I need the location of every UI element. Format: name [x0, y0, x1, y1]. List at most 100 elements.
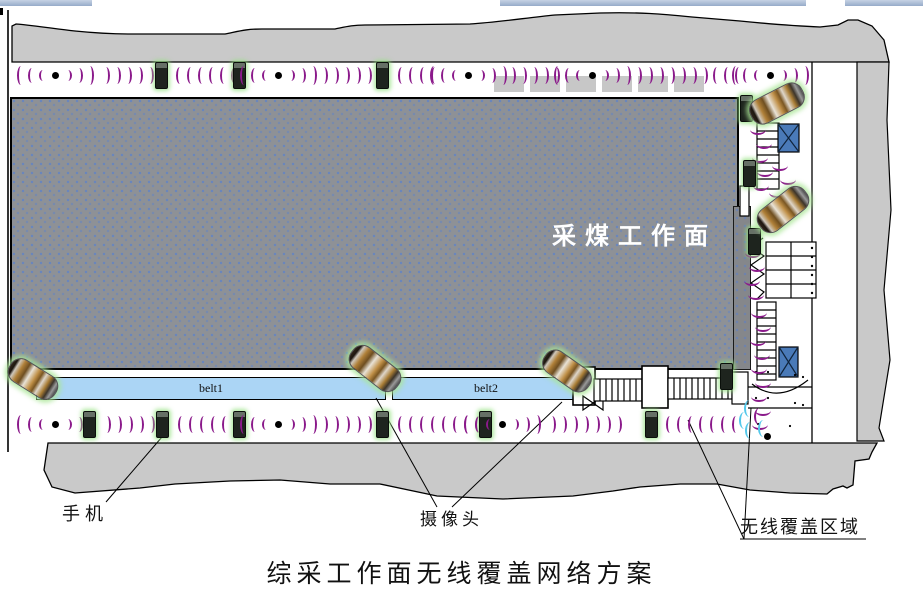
signal-arc	[645, 67, 653, 84]
signal-arc	[16, 65, 25, 85]
signal-arc	[64, 418, 72, 430]
signal-arc	[667, 67, 675, 84]
signal-arc	[553, 65, 562, 85]
signal-arc	[801, 65, 809, 85]
signal-emitter	[16, 61, 94, 89]
signal-arc	[102, 67, 110, 84]
window-edge-fragment	[845, 0, 923, 6]
signal-emitter	[553, 61, 631, 89]
signal-arc	[86, 65, 94, 85]
signal-arc	[309, 65, 317, 85]
signal-emitter	[16, 410, 94, 438]
signal-arc	[353, 416, 361, 433]
signal-arc	[27, 67, 36, 83]
phone-icon	[645, 411, 658, 438]
signal-arc	[511, 418, 519, 430]
signal-emitter	[429, 61, 507, 89]
signal-arc	[200, 416, 208, 433]
signal-arc	[754, 349, 770, 360]
coverage-area-annotation: 无线覆盖区域	[740, 517, 860, 537]
signal-arc	[16, 414, 25, 434]
signal-arc	[342, 67, 350, 84]
signal-arc	[688, 416, 696, 433]
signal-arc	[178, 416, 186, 433]
signal-arc-group	[178, 415, 241, 434]
phone-annotation: 手机	[62, 504, 108, 524]
signal-emitter	[239, 410, 317, 438]
signal-arc	[612, 67, 620, 83]
person-dot	[464, 71, 472, 79]
signal-arc	[463, 414, 472, 434]
signal-arc-group	[666, 415, 740, 434]
signal-arc	[724, 67, 732, 84]
signal-arc	[755, 321, 771, 332]
signal-arc	[499, 65, 507, 85]
diagram-title: 综采工作面无线覆盖网络方案	[266, 561, 657, 588]
signal-arc	[187, 67, 195, 84]
signal-arc	[519, 67, 527, 84]
signal-arc	[176, 67, 184, 84]
signal-arc	[485, 418, 494, 430]
signal-arc	[752, 152, 768, 163]
coal-face-label: 采煤工作面	[552, 224, 717, 250]
signal-arc	[508, 67, 516, 84]
signal-arc	[353, 67, 361, 84]
bottom-rock-strip	[43, 442, 879, 500]
signal-arc	[209, 67, 217, 84]
window-edge-fragment	[0, 0, 92, 6]
signal-arc	[780, 174, 796, 185]
signal-arc	[790, 67, 798, 83]
signal-arc	[575, 69, 584, 81]
phone-icon	[376, 62, 389, 89]
signal-arc	[754, 408, 765, 425]
person-dot	[274, 420, 282, 428]
signal-arc	[721, 416, 729, 433]
signal-arc	[710, 416, 718, 433]
signal-arc	[453, 416, 461, 433]
signal-arc	[320, 416, 328, 433]
signal-arc	[739, 412, 750, 429]
signal-arc	[146, 67, 154, 84]
top-rock-strip	[11, 12, 890, 63]
signal-arc-group	[176, 66, 239, 85]
signal-arc	[744, 275, 760, 286]
signal-arc	[699, 416, 707, 433]
phone-icon	[748, 228, 761, 255]
signal-arc	[750, 124, 766, 135]
signal-arc	[623, 65, 631, 85]
signal-arc	[420, 416, 428, 433]
phone-icon	[720, 363, 733, 390]
signal-arc	[522, 416, 530, 432]
signal-arc	[364, 416, 372, 433]
artifact-mark	[0, 8, 3, 15]
signal-arc	[261, 418, 270, 430]
signal-arc	[222, 416, 230, 433]
signal-arc	[431, 416, 439, 433]
signal-arc	[220, 67, 228, 84]
phone-icon	[155, 62, 168, 89]
person-dot	[51, 71, 59, 79]
camera-icon	[3, 353, 63, 405]
signal-arc	[331, 67, 339, 84]
signal-arc	[745, 422, 756, 439]
person-dot	[764, 433, 771, 440]
signal-arc	[250, 67, 259, 83]
signal-arc	[239, 65, 248, 85]
signal-arc	[125, 416, 133, 433]
signal-arc	[666, 416, 674, 433]
signal-arc	[601, 69, 609, 81]
signal-arc	[342, 416, 350, 433]
signal-arc	[309, 414, 317, 434]
signal-arc-group	[320, 66, 383, 85]
signal-arc	[742, 67, 751, 83]
signal-arc	[603, 416, 611, 433]
belt2-label: belt2	[474, 381, 498, 395]
signal-arc	[38, 69, 47, 81]
signal-arc	[757, 166, 773, 177]
signal-arc	[689, 67, 697, 84]
signal-arc	[64, 69, 72, 81]
signal-arc	[287, 418, 295, 430]
person-dot	[51, 420, 59, 428]
